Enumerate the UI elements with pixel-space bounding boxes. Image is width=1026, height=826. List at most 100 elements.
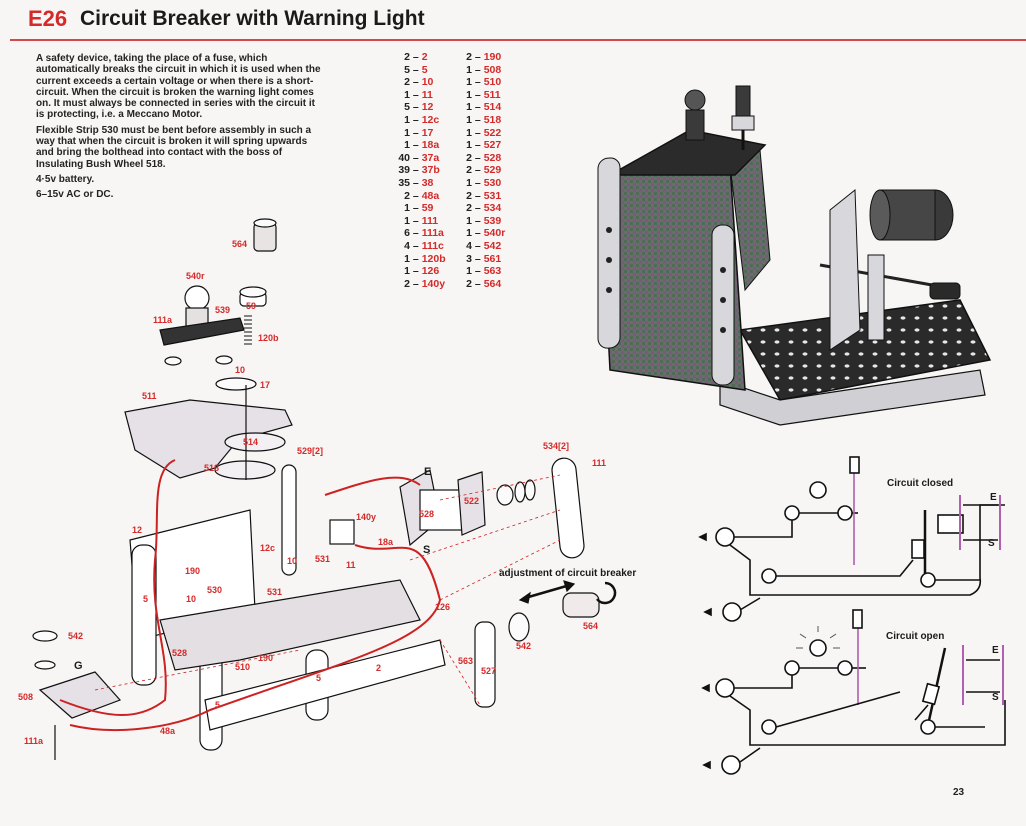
part-label-508: 508 [18,692,34,702]
part-label-111: 111 [592,458,607,468]
part-number: 18a [421,139,440,152]
separator: – [472,76,484,89]
part-number: 111a [421,227,444,240]
part-number: 561 [483,252,502,265]
terminal-label-g: G [74,660,83,672]
parts-list-row: 1 – 111 [390,215,446,228]
part-number: 518 [483,113,502,126]
part-quantity: 2 [466,164,472,177]
parts-list-row: 2 – 2 [390,51,446,64]
part-label-529: 529[2] [297,446,324,456]
part-label-528: 528 [172,648,188,658]
parts-list-row: 1 – 539 [452,215,505,228]
separator: – [472,202,484,215]
part-quantity: 1 [404,265,410,278]
part-number: 539 [483,214,502,227]
part-label-518: 518 [204,463,220,473]
part-label-5: 5 [316,673,322,683]
adjustment-caption: adjustment of circuit breaker [499,568,637,579]
part-number: 38 [421,176,434,189]
separator: – [472,227,484,240]
part-label-510: 510 [235,662,251,672]
separator: – [410,189,422,202]
part-quantity: 2 [466,151,472,164]
separator: – [410,164,422,177]
parts-list-row: 4 – 111c [390,240,446,253]
description-text: A safety device, taking the place of a f… [36,53,321,205]
part-number: 37a [421,151,440,164]
separator: – [410,88,422,101]
separator: – [472,51,484,63]
part-quantity: 1 [404,88,410,101]
part-label-111a: 111a [153,315,173,325]
part-quantity: 1 [404,113,410,126]
parts-list-row: 5 – 5 [390,64,446,77]
separator: – [410,113,422,126]
page-title: Circuit Breaker with Warning Light [80,7,425,30]
part-label-528: 528 [419,509,435,519]
part-label-111a: 111a [24,736,44,746]
parts-list-row: 1 – 120b [390,252,446,266]
part-label-531: 531 [267,587,283,597]
separator: – [410,214,422,227]
part-quantity: 1 [466,101,472,114]
part-quantity: 2 [404,51,410,63]
part-number: 514 [483,101,502,114]
part-number: 17 [421,126,434,139]
separator: – [472,164,484,177]
battery-note: 4·5v battery. [36,173,95,185]
part-label-126: 126 [435,602,451,612]
part-number: 37b [421,164,440,177]
parts-list-row: 1 – 12c [390,114,446,127]
part-quantity: 2 [404,189,410,202]
circuit-closed-diagram [698,456,1005,622]
part-label-564: 564 [583,621,599,631]
separator: – [472,101,484,114]
part-label-12c: 12c [260,543,276,553]
part-number: 2 [421,51,428,63]
part-number: 120b [421,252,446,265]
part-label-2: 2 [376,663,382,673]
circuit-closed-e-label: E [990,492,997,503]
separator: – [472,176,484,189]
part-number: 530 [483,176,502,189]
description-paragraph: A safety device, taking the place of a f… [36,53,321,121]
parts-list-row: 1 – 126 [390,265,446,278]
part-number: 510 [483,76,502,89]
part-quantity: 1 [466,176,472,189]
separator: – [410,51,422,63]
parts-list-row: 1 – 563 [452,265,505,278]
part-number: 508 [483,63,502,76]
parts-list-row: 5 – 12 [390,101,446,114]
part-label-527: 527 [481,666,497,676]
parts-list-row: 3 – 561 [452,253,505,266]
part-label-120b: 120b [258,333,279,343]
part-quantity: 1 [466,126,472,139]
part-number: 111c [421,239,444,252]
part-label-190: 190 [185,566,201,576]
part-number: 59 [421,202,434,215]
parts-list-row: 2 – 190 [452,51,505,64]
part-label-542: 542 [68,631,84,641]
separator: – [410,265,422,278]
parts-list-row: 4 – 542 [452,240,505,253]
parts-list-row: 1 – 530 [452,177,505,190]
separator: – [472,63,484,76]
part-number: 542 [483,239,502,252]
circuit-open-e-label: E [992,645,999,656]
part-label-18a: 18a [378,537,394,547]
part-quantity: 1 [466,76,472,89]
model-photo [597,85,992,426]
part-quantity: 4 [404,239,410,252]
exploded-diagram [32,218,617,760]
part-quantity: 2 [404,76,410,89]
separator: – [472,214,484,227]
part-quantity: 1 [466,63,472,76]
separator: – [410,239,422,252]
part-number: 140y [421,277,446,290]
part-label-530: 530 [207,585,223,595]
circuit-open-caption: Circuit open [886,631,945,642]
parts-list-row: 6 – 111a [390,227,446,240]
parts-list-row: 1 – 11 [390,89,446,102]
